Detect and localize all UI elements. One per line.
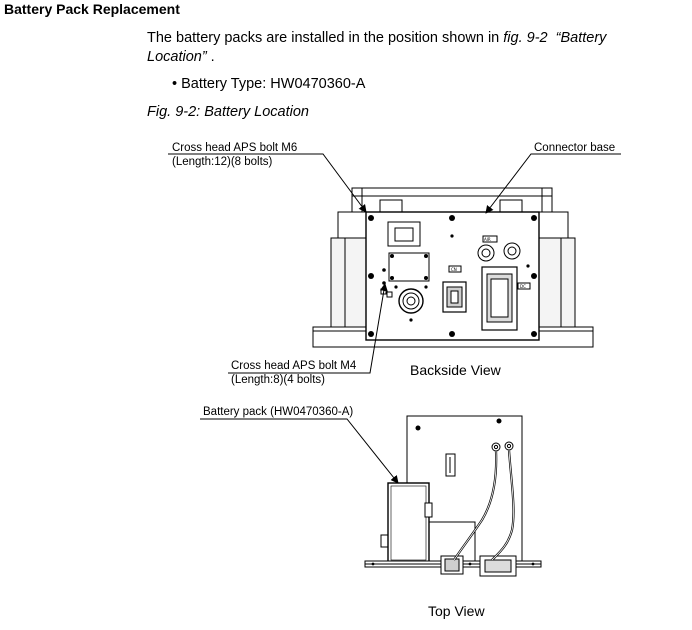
- label-connector-base: Connector base: [534, 142, 616, 154]
- intro-text-end: .: [206, 49, 215, 65]
- plate-mark-cn: CN: [451, 267, 457, 272]
- label-m6-bolt-length: (Length:12)(8 bolts): [172, 156, 273, 168]
- bullet-icon: •: [172, 76, 178, 92]
- figure-reference-title-cont[interactable]: Location”: [147, 49, 207, 65]
- battery-type-item: • Battery Type: HW0470360-A: [172, 75, 365, 94]
- label-m6-bolt: Cross head APS bolt M6: [172, 142, 298, 154]
- leader-lines: [168, 153, 621, 484]
- intro-text: The battery packs are installed in the p…: [147, 30, 504, 46]
- top-view-drawing: [364, 415, 542, 577]
- intro-paragraph-line-1: The battery packs are installed in the p…: [147, 29, 606, 48]
- top-view-caption: Top View: [428, 603, 485, 619]
- backside-view-drawing: [312, 187, 594, 348]
- section-title: Battery Pack Replacement: [4, 1, 180, 17]
- label-m4-bolt: Cross head APS bolt M4: [231, 360, 357, 372]
- figure-reference-title[interactable]: “Battery: [555, 30, 607, 46]
- figure-caption: Fig. 9-2: Battery Location: [147, 104, 309, 120]
- plate-mark-air: AIR: [484, 237, 491, 242]
- label-battery-pack: Battery pack (HW0470360-A): [203, 406, 354, 418]
- figure-reference-link[interactable]: fig. 9-2: [503, 30, 548, 46]
- battery-type-text: Battery Type: HW0470360-A: [181, 76, 366, 92]
- plate-mark-dc: DC: [520, 284, 526, 289]
- intro-paragraph-line-2: Location” .: [147, 48, 215, 67]
- backside-view-caption: Backside View: [410, 362, 501, 378]
- label-m4-bolt-length: (Length:8)(4 bolts): [231, 374, 325, 386]
